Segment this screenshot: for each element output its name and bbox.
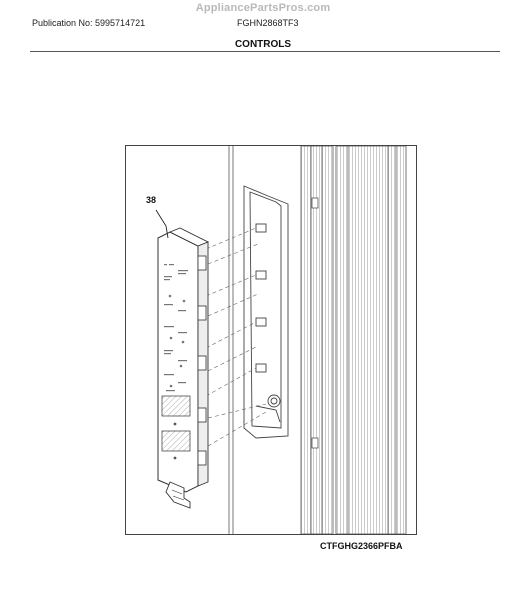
alignment-lines	[205, 227, 267, 447]
part-callout-38: 38	[146, 195, 157, 205]
control-panel	[157, 227, 210, 509]
door-frame	[228, 146, 407, 534]
header-rule	[30, 51, 500, 52]
publication-number: Publication No: 5995714721	[32, 18, 146, 28]
section-title: CONTROLS	[234, 39, 292, 50]
control-housing	[243, 185, 289, 439]
exploded-view-diagram	[125, 145, 417, 535]
watermark: AppliancePartsPros.com	[195, 2, 331, 14]
callout-leader	[155, 209, 169, 239]
model-number: FGHN2868TF3	[237, 18, 299, 28]
figure-code: CTFGHG2366PFBA	[320, 541, 403, 551]
